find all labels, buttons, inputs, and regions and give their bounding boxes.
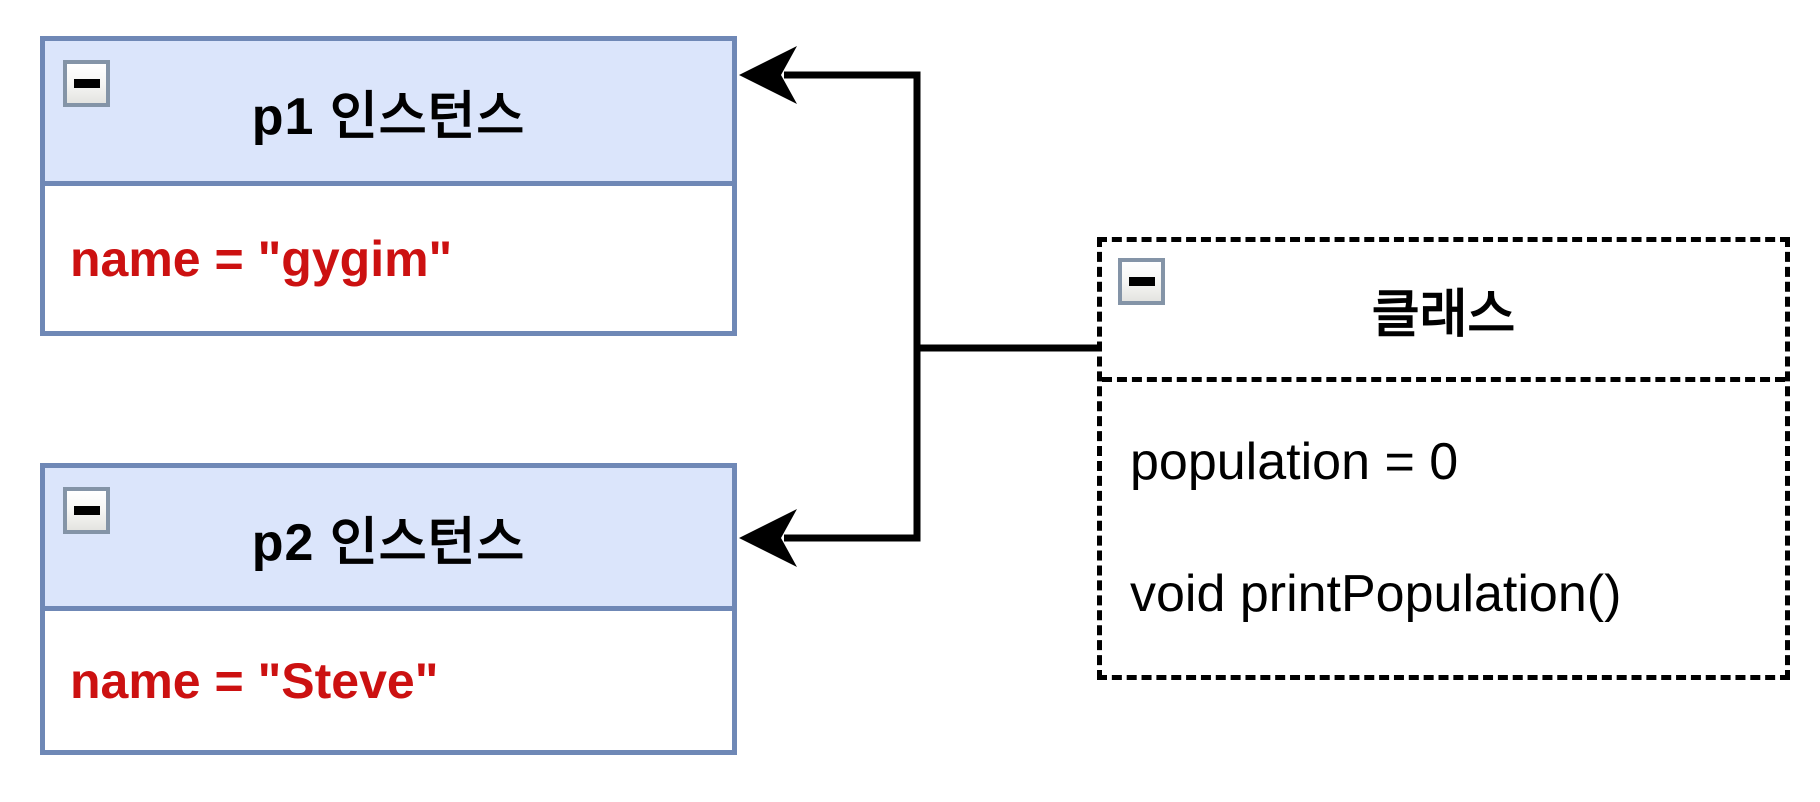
arrowhead-p1-icon bbox=[739, 46, 797, 104]
class-header: 클래스 bbox=[1102, 242, 1785, 382]
class-body: population = 0 void printPopulation() bbox=[1102, 382, 1785, 675]
instance-title: p2 인스턴스 bbox=[251, 513, 526, 572]
instance-header-p1: p1 인스턴스 bbox=[45, 41, 732, 186]
connector-line-class-to-p1 bbox=[784, 71, 1097, 352]
minus-icon bbox=[1128, 277, 1155, 286]
instance-title: p1 인스턴스 bbox=[251, 87, 526, 146]
collapse-button[interactable] bbox=[63, 487, 110, 534]
class-member-field: population = 0 bbox=[1130, 432, 1459, 491]
instance-box-p2[interactable]: p2 인스턴스 name = "Steve" bbox=[40, 463, 737, 755]
instance-attribute: name = "gygim" bbox=[70, 230, 453, 287]
collapse-button[interactable] bbox=[1118, 258, 1165, 305]
class-title: 클래스 bbox=[1371, 286, 1516, 344]
connector-line-class-to-p2 bbox=[784, 348, 921, 542]
instance-box-p1[interactable]: p1 인스턴스 name = "gygim" bbox=[40, 36, 737, 336]
instance-body-p2: name = "Steve" bbox=[45, 611, 732, 750]
instance-attribute: name = "Steve" bbox=[70, 652, 439, 709]
class-member-method: void printPopulation() bbox=[1130, 565, 1622, 624]
instance-body-p1: name = "gygim" bbox=[45, 186, 732, 331]
minus-icon bbox=[73, 506, 100, 515]
arrowhead-p2-icon bbox=[739, 509, 797, 567]
class-box[interactable]: 클래스 population = 0 void printPopulation(… bbox=[1097, 237, 1790, 680]
instance-header-p2: p2 인스턴스 bbox=[45, 468, 732, 611]
collapse-button[interactable] bbox=[63, 60, 110, 107]
minus-icon bbox=[73, 79, 100, 88]
